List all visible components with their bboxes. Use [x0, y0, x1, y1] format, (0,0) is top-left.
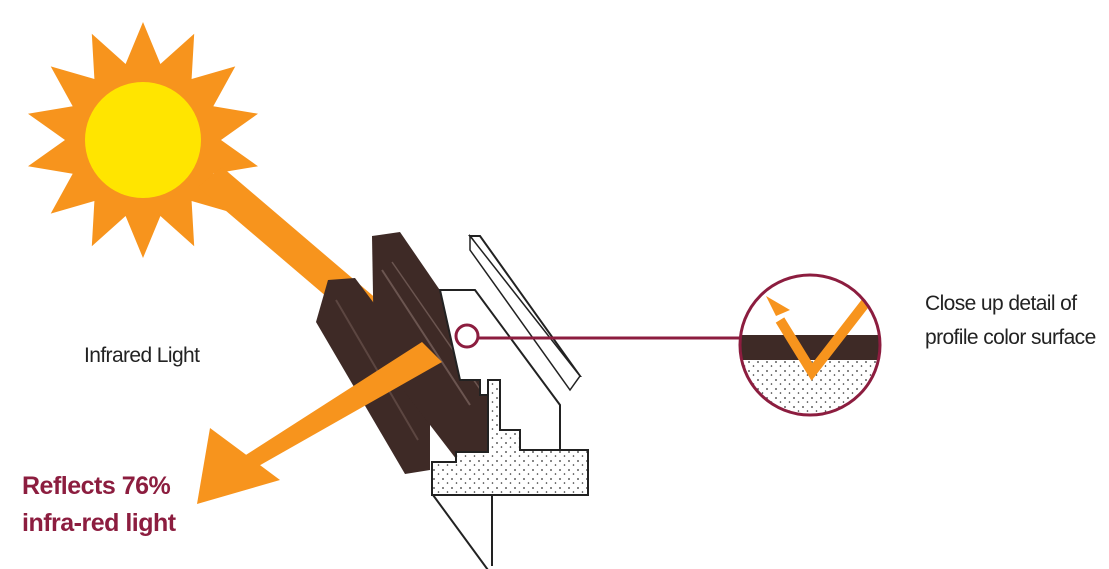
reflects-label-line1: Reflects 76%	[22, 472, 171, 500]
magnifier-ring	[738, 273, 882, 417]
profile-ridge	[335, 299, 419, 441]
magnified-reflection-ray	[775, 288, 878, 381]
profile-foam-core	[431, 379, 589, 496]
glass-line	[432, 494, 489, 569]
detail-marker	[454, 323, 480, 349]
reflects-label-line2: infra-red light	[22, 509, 177, 537]
glazing-panel-back	[469, 233, 581, 392]
sun-icon	[28, 22, 258, 258]
closeup-label-line1: Close up detail of	[925, 292, 1077, 315]
magnified-ray-arrow	[766, 296, 790, 316]
closeup-label-line2: profile color surface	[925, 326, 1096, 349]
infrared-label: Infrared Light	[84, 344, 200, 367]
magnified-color-layer	[740, 335, 880, 360]
magnifier-circle-icon	[738, 273, 882, 417]
reflected-arrow-head	[197, 428, 280, 504]
sun-core	[85, 82, 201, 198]
magnified-surface-top	[740, 275, 880, 335]
profile-ridge	[381, 269, 471, 406]
reflected-light-beam	[238, 342, 442, 472]
